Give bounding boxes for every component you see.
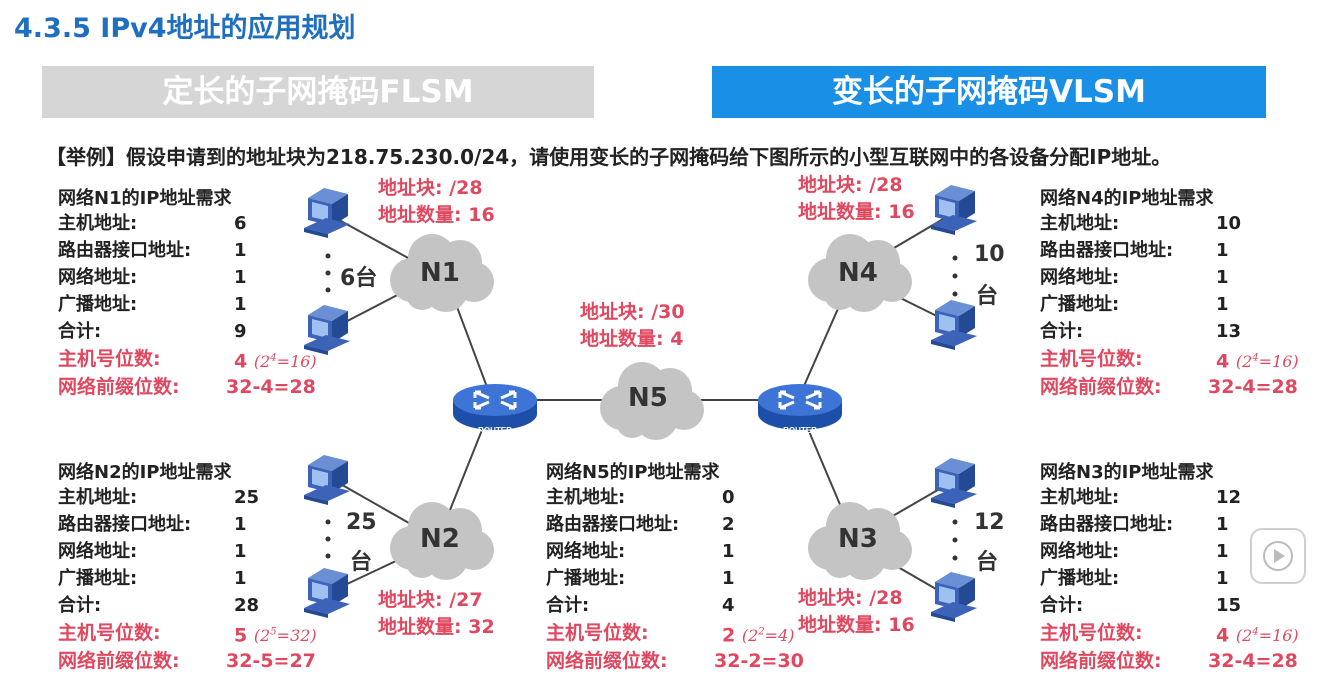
- play-icon: [1263, 541, 1293, 571]
- row-total: 合计:9: [58, 321, 247, 342]
- panel-n4: 网络N4的IP地址需求 主机地址:10 路由器接口地址:1 网络地址:1 广播地…: [1040, 184, 1310, 401]
- row-prefix-bits: 网络前缀位数:32-4=28: [1040, 376, 1298, 398]
- row-prefix-bits: 网络前缀位数:32-4=28: [58, 376, 316, 398]
- panel-n1: 网络N1的IP地址需求 主机地址:6 路由器接口地址:1 网络地址:1 广播地址…: [58, 184, 358, 401]
- row-network: 网络地址:1: [58, 541, 247, 562]
- row-broadcast: 广播地址:1: [58, 568, 247, 589]
- host-count-n2-number: 25: [346, 510, 377, 535]
- row-host-bits: 主机号位数:4 (24=16): [58, 348, 317, 373]
- host-count-n4-number: 10: [974, 242, 1005, 267]
- host-count-n3-unit: 台: [976, 550, 999, 575]
- panel-n2: 网络N2的IP地址需求 主机地址:25 路由器接口地址:1 网络地址:1 广播地…: [58, 458, 358, 675]
- panel-n5: 网络N5的IP地址需求 主机地址:0 路由器接口地址:2 网络地址:1 广播地址…: [546, 458, 826, 675]
- panel-title: 网络N2的IP地址需求: [58, 462, 232, 483]
- row-network: 网络地址:1: [546, 541, 735, 562]
- panel-n3: 网络N3的IP地址需求 主机地址:12 路由器接口地址:1 网络地址:1 广播地…: [1040, 458, 1310, 675]
- row-host: 主机地址:6: [58, 213, 247, 234]
- host-count-n2-unit: 台: [350, 550, 373, 575]
- row-network: 网络地址:1: [1040, 267, 1229, 288]
- panel-title: 网络N4的IP地址需求: [1040, 188, 1214, 209]
- row-prefix-bits: 网络前缀位数:32-2=30: [546, 650, 804, 672]
- network-label-n1: N1: [420, 258, 460, 288]
- tab-vlsm[interactable]: 变长的子网掩码VLSM: [712, 66, 1266, 118]
- row-router: 路由器接口地址:1: [58, 240, 247, 261]
- play-button[interactable]: [1250, 528, 1306, 584]
- network-label-n4: N4: [838, 258, 878, 288]
- row-total: 合计:13: [1040, 321, 1242, 342]
- pc-icon: [931, 458, 977, 508]
- dots: [325, 253, 958, 561]
- address-block-n1: 地址块: /28 地址数量: 16: [378, 177, 495, 226]
- network-label-n3: N3: [838, 524, 878, 554]
- row-host: 主机地址:12: [1040, 487, 1242, 508]
- row-broadcast: 广播地址:1: [546, 568, 735, 589]
- row-broadcast: 广播地址:1: [1040, 294, 1229, 315]
- row-prefix-bits: 网络前缀位数:32-5=27: [58, 650, 316, 672]
- panel-title: 网络N3的IP地址需求: [1040, 462, 1214, 483]
- row-host: 主机地址:0: [546, 487, 735, 508]
- address-block-n3: 地址块: /28 地址数量: 16: [798, 587, 915, 636]
- row-host: 主机地址:25: [58, 487, 260, 508]
- example-text: 【举例】假设申请到的地址块为218.75.230.0/24，请使用变长的子网掩码…: [46, 145, 1172, 169]
- pc-icon: [931, 185, 977, 235]
- row-total: 合计:28: [58, 595, 260, 616]
- host-count-n4-unit: 台: [976, 284, 999, 309]
- panel-title: 网络N1的IP地址需求: [58, 188, 232, 209]
- pc-icon: [931, 572, 977, 622]
- row-total: 合计:4: [546, 595, 735, 616]
- host-count-n3-number: 12: [974, 510, 1005, 535]
- row-total: 合计:15: [1040, 595, 1242, 616]
- panel-title: 网络N5的IP地址需求: [546, 462, 720, 483]
- row-broadcast: 广播地址:1: [58, 294, 247, 315]
- router-label-right: ROUTER: [783, 426, 817, 435]
- address-block-n4: 地址块: /28 地址数量: 16: [798, 174, 915, 223]
- row-router: 路由器接口地址:2: [546, 514, 735, 535]
- row-host-bits: 主机号位数:2 (22=4): [546, 622, 795, 647]
- row-host-bits: 主机号位数:4 (24=16): [1040, 348, 1299, 373]
- row-network: 网络地址:1: [58, 267, 247, 288]
- row-router: 路由器接口地址:1: [58, 514, 247, 535]
- row-router: 路由器接口地址:1: [1040, 240, 1229, 261]
- row-network: 网络地址:1: [1040, 541, 1229, 562]
- page-title: 4.3.5 IPv4地址的应用规划: [14, 13, 356, 44]
- host-count-n1: 6台: [340, 266, 378, 291]
- tab-flsm[interactable]: 定长的子网掩码FLSM: [42, 66, 594, 118]
- row-router: 路由器接口地址:1: [1040, 514, 1229, 535]
- network-label-n5: N5: [628, 383, 668, 413]
- router-icon-right: [756, 382, 844, 432]
- row-host: 主机地址:10: [1040, 213, 1242, 234]
- row-broadcast: 广播地址:1: [1040, 568, 1229, 589]
- address-block-n2: 地址块: /27 地址数量: 32: [378, 589, 495, 638]
- row-host-bits: 主机号位数:5 (25=32): [58, 622, 317, 647]
- row-prefix-bits: 网络前缀位数:32-4=28: [1040, 650, 1298, 672]
- row-host-bits: 主机号位数:4 (24=16): [1040, 622, 1299, 647]
- router-label-left: ROUTER: [478, 426, 512, 435]
- network-label-n2: N2: [420, 524, 460, 554]
- pc-icon: [931, 300, 977, 350]
- address-block-n5: 地址块: /30 地址数量: 4: [580, 301, 685, 350]
- router-icon-left: [451, 382, 539, 432]
